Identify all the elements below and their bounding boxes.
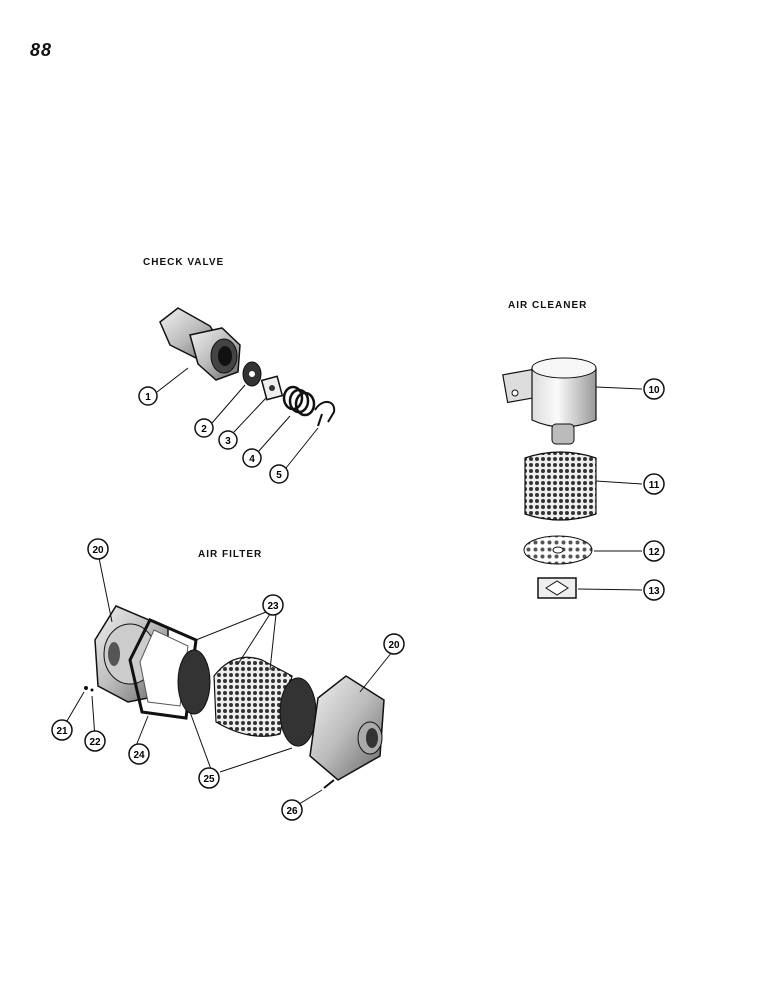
svg-text:10: 10: [648, 385, 660, 396]
svg-text:25: 25: [203, 774, 215, 785]
check-valve-seat: [260, 375, 284, 401]
callout-20-cover: 20: [87, 538, 109, 560]
callout-5: 5: [269, 464, 289, 484]
air-cleaner-gasket: [537, 577, 577, 599]
callout-21: 21: [51, 719, 73, 741]
air-filter-element-screen-front: [177, 649, 211, 715]
svg-text:22: 22: [89, 737, 101, 748]
check-valve-disc: [242, 361, 262, 387]
callout-11: 11: [643, 473, 665, 495]
callout-1: 1: [138, 386, 158, 406]
air-filter-body: [309, 675, 385, 781]
svg-text:21: 21: [56, 726, 68, 737]
svg-text:12: 12: [648, 547, 660, 558]
air-cleaner-leaders: [577, 386, 643, 591]
air-filter-leaders: [63, 557, 393, 807]
air-filter-small-parts: [84, 686, 94, 692]
callout-13: 13: [643, 579, 665, 601]
svg-text:26: 26: [286, 806, 298, 817]
callout-24: 24: [128, 743, 150, 765]
svg-text:24: 24: [133, 750, 145, 761]
check-valve-leaders: [156, 367, 319, 469]
air-cleaner-element: [524, 451, 597, 521]
svg-text:23: 23: [267, 601, 279, 612]
callout-25: 25: [198, 767, 220, 789]
svg-text:1: 1: [145, 392, 151, 403]
svg-text:11: 11: [649, 480, 660, 491]
callout-23: 23: [262, 594, 284, 616]
check-valve-heading: CHECK VALVE: [143, 257, 225, 268]
check-valve-retainer-clip: [314, 401, 336, 427]
svg-text:4: 4: [249, 454, 255, 465]
callout-22: 22: [84, 730, 106, 752]
svg-text:20: 20: [92, 545, 104, 556]
svg-text:2: 2: [201, 424, 207, 435]
callout-2: 2: [194, 418, 214, 438]
svg-text:13: 13: [648, 586, 660, 597]
svg-text:5: 5: [276, 470, 282, 481]
callout-20-body: 20: [383, 633, 405, 655]
air-filter-element: [213, 656, 293, 737]
check-valve-body: [159, 307, 241, 381]
air-filter-heading: AIR FILTER: [198, 549, 263, 560]
air-filter-screw: [323, 779, 335, 789]
callout-12: 12: [643, 540, 665, 562]
svg-text:20: 20: [388, 640, 400, 651]
svg-text:3: 3: [225, 436, 231, 447]
callout-26: 26: [281, 799, 303, 821]
page-number: 88: [30, 40, 53, 60]
check-valve-spring: [282, 385, 316, 417]
air-cleaner-housing: [502, 357, 597, 445]
air-filter-element-screen-rear: [279, 677, 317, 747]
air-cleaner-heading: AIR CLEANER: [508, 300, 588, 311]
callout-3: 3: [218, 430, 238, 450]
callout-10: 10: [643, 378, 665, 400]
callout-4: 4: [242, 448, 262, 468]
air-cleaner-screen: [523, 535, 593, 565]
